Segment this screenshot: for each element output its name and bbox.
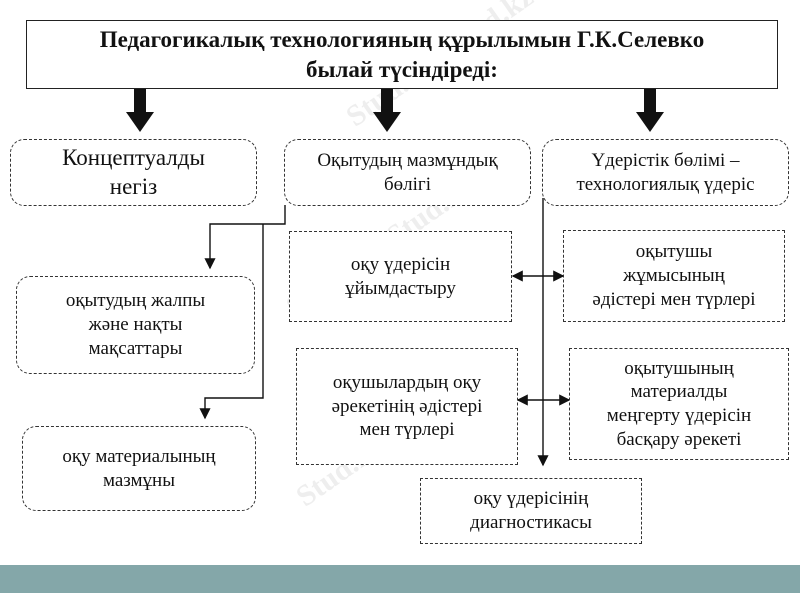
material-content-text: оқу материалының мазмұны xyxy=(62,445,216,491)
diagram-title-text: Педагогикалық технологияның құрылымын Г.… xyxy=(99,26,705,82)
process-header-box: Үдерістік бөлімі – технологиялық үдеріс xyxy=(542,139,789,206)
concept-header-text: Концептуалды негіз xyxy=(62,144,205,199)
content-header-text: Оқытудың мазмұндық бөлігі xyxy=(317,149,498,195)
organize-process-text: оқу үдерісін ұйымдастыру xyxy=(345,253,456,299)
teacher-management-text: оқытушының материалды меңгерту үдерісін … xyxy=(606,357,752,450)
teacher-methods-box: оқытушы жұмысының әдістері мен түрлері xyxy=(563,230,785,322)
concept-header-box: Концептуалды негіз xyxy=(10,139,257,206)
content-header-box: Оқытудың мазмұндық бөлігі xyxy=(284,139,531,206)
material-content-box: оқу материалының мазмұны xyxy=(22,426,256,511)
footer-bar xyxy=(0,565,800,593)
teacher-methods-text: оқытушы жұмысының әдістері мен түрлері xyxy=(592,241,756,310)
diagnostics-box: оқу үдерісінің диагностикасы xyxy=(420,478,642,544)
diagram-title: Педагогикалық технологияның құрылымын Г.… xyxy=(26,20,778,89)
student-methods-box: оқушылардың оқу әрекетінің әдістері мен … xyxy=(296,348,518,465)
organize-process-box: оқу үдерісін ұйымдастыру xyxy=(289,231,512,322)
student-methods-text: оқушылардың оқу әрекетінің әдістері мен … xyxy=(331,371,483,441)
teacher-management-box: оқытушының материалды меңгерту үдерісін … xyxy=(569,348,789,460)
block-arrows xyxy=(126,89,664,132)
goals-box: оқытудың жалпы және нақты мақсаттары xyxy=(16,276,255,374)
process-header-text: Үдерістік бөлімі – технологиялық үдеріс xyxy=(576,149,755,195)
goals-text: оқытудың жалпы және нақты мақсаттары xyxy=(65,290,206,359)
diagnostics-text: оқу үдерісінің диагностикасы xyxy=(470,488,592,533)
